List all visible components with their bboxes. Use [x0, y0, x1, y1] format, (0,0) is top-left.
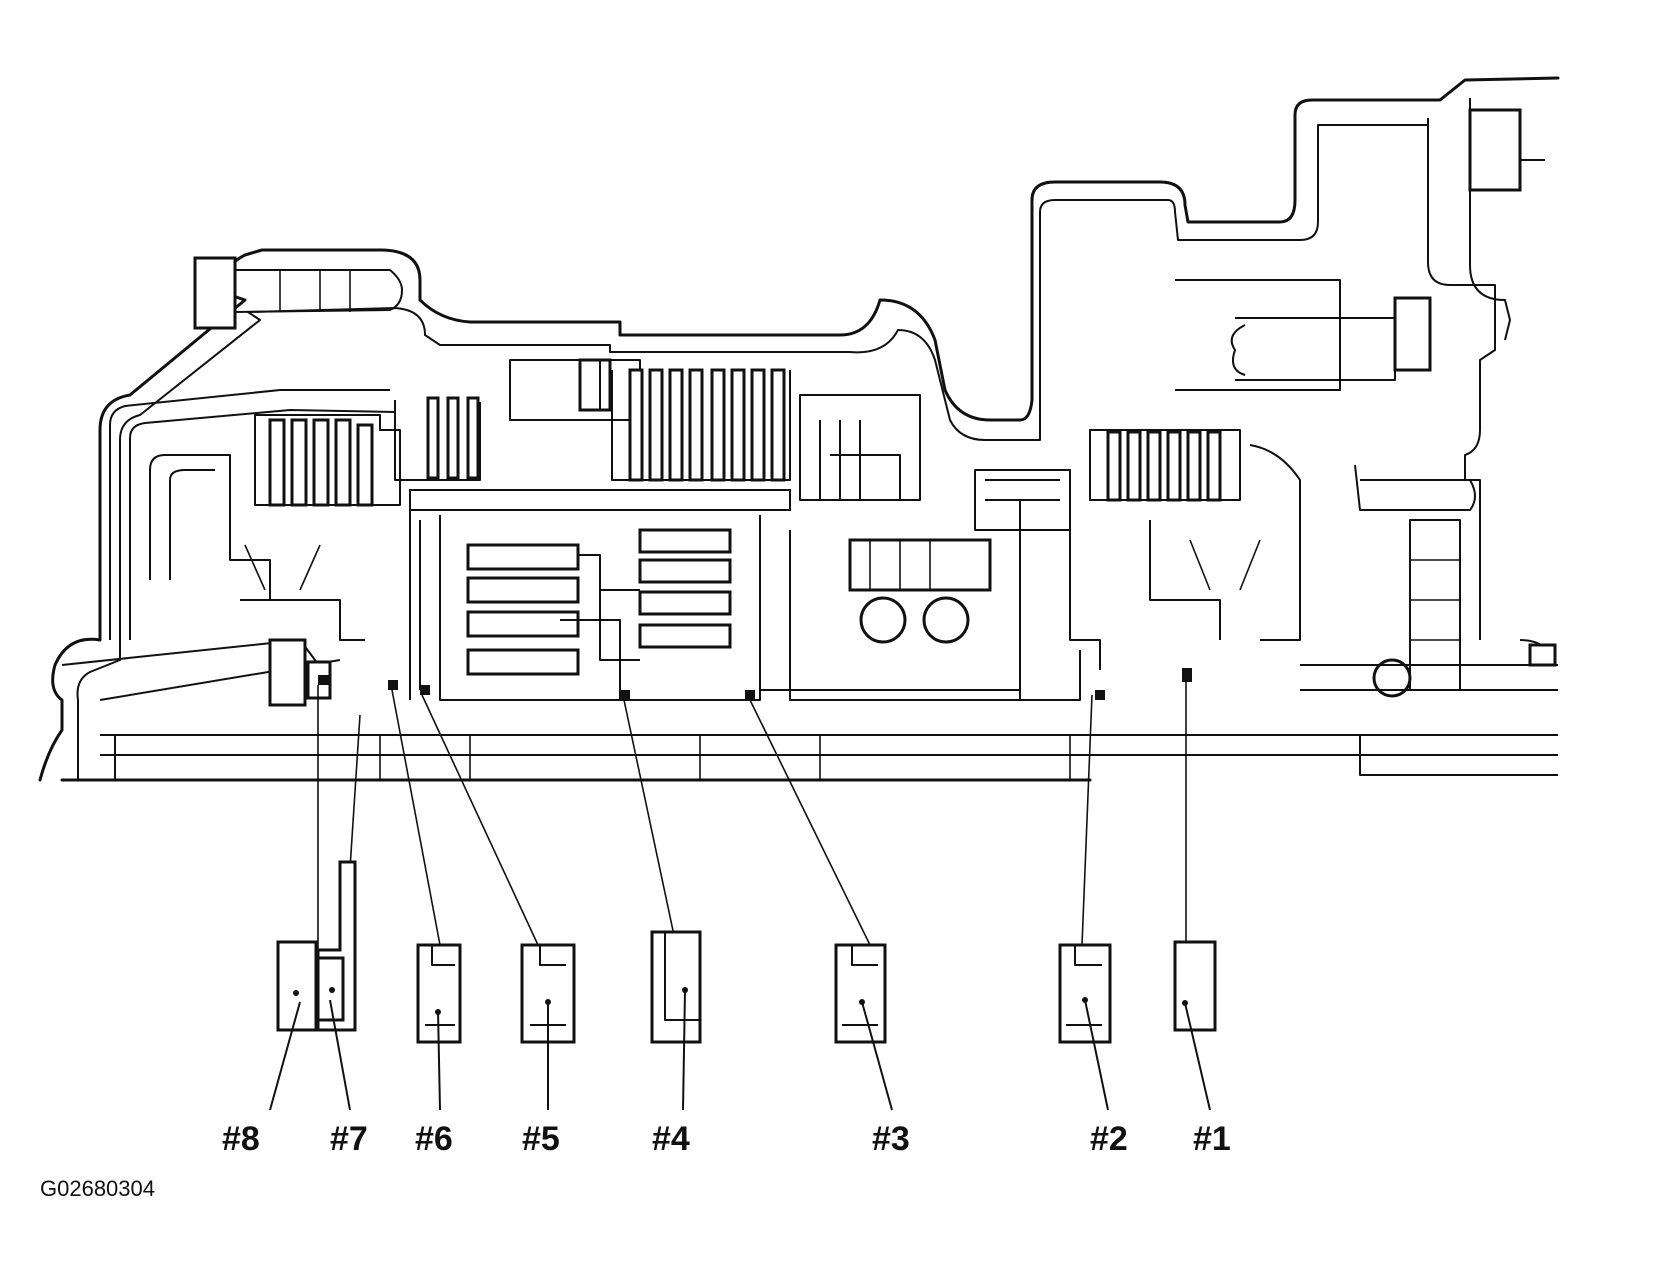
thrust-bearing-1-icon — [1173, 940, 1217, 1111]
left-housing-bolt — [193, 256, 403, 330]
callout-8: #8 — [222, 1120, 260, 1158]
planetary-gear-set — [409, 510, 761, 701]
thrust-bearing-5-icon — [520, 943, 576, 1110]
transmission-housing — [38, 76, 1560, 782]
center-right-shaft-area — [760, 469, 1081, 701]
installed-bearings — [318, 668, 1192, 700]
callout-7: #7 — [330, 1120, 368, 1158]
thrust-bearing-8-icon — [269, 940, 318, 1111]
callout-2: #2 — [1090, 1120, 1128, 1158]
callout-3: #3 — [872, 1120, 910, 1158]
right-housing-bolt — [1175, 108, 1522, 391]
thrust-bearing-2-icon — [1058, 943, 1112, 1111]
main-shaft — [60, 734, 1558, 782]
right-clutch-pack — [1069, 429, 1301, 670]
left-clutch-pack — [229, 414, 401, 707]
thrust-bearing-7-icon — [316, 860, 357, 1111]
callout-5: #5 — [522, 1120, 560, 1158]
figure-id: G02680304 — [40, 1176, 155, 1201]
callout-1: #1 — [1193, 1120, 1231, 1158]
callout-6: #6 — [415, 1120, 453, 1158]
leader-lines — [317, 680, 1187, 950]
thrust-bearing-4-icon — [650, 930, 702, 1111]
right-output-shaft — [1300, 464, 1558, 698]
callout-4: #4 — [652, 1120, 690, 1158]
thrust-bearing-6-icon — [416, 943, 462, 1111]
thrust-bearing-3-icon — [834, 943, 893, 1111]
callout-labels: #8 #7 #6 #5 #4 #3 #2 #1 — [222, 1120, 1231, 1158]
center-clutch-assembly — [394, 358, 921, 511]
